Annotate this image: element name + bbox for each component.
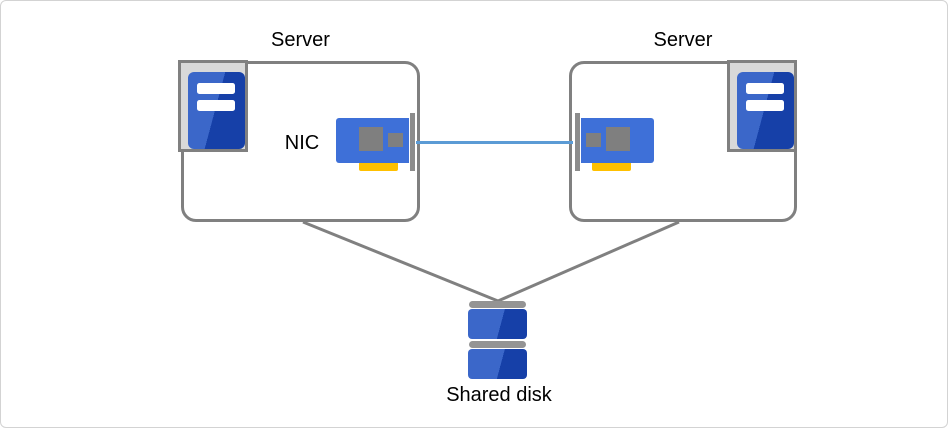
server-icon-frame-right [727,60,797,152]
nic-card [336,118,409,163]
nic-card-icon-left [336,113,415,171]
nic-bracket [575,113,580,171]
disk-cap [469,301,526,308]
shared-disk-icon [468,301,528,380]
nic-edge-connector [359,163,398,171]
server-tower-icon [737,72,794,149]
nic-label: NIC [284,132,320,154]
nic-chip [359,127,383,151]
edge-server-left-to-disk [302,220,499,303]
server-left-label: Server [271,29,330,51]
server-right-label: Server [653,29,713,51]
disk-cap [469,341,526,348]
disk-platter [468,349,527,379]
nic-edge-connector [592,163,631,171]
drive-bay [746,100,784,111]
nic-bracket [410,113,415,171]
server-tower-icon [188,72,245,149]
drive-bay [746,83,784,94]
nic-card [581,118,654,163]
nic-card-icon-right [575,113,654,171]
drive-bay [197,100,235,111]
server-icon-frame-left [178,60,248,152]
disk-platter [468,309,527,339]
edge-server-right-to-disk [497,220,680,303]
nic-chip [606,127,630,151]
nic-chip [586,133,601,147]
drive-bay [197,83,235,94]
shared-disk-label: Shared disk [446,384,552,406]
nic-chip [388,133,403,147]
